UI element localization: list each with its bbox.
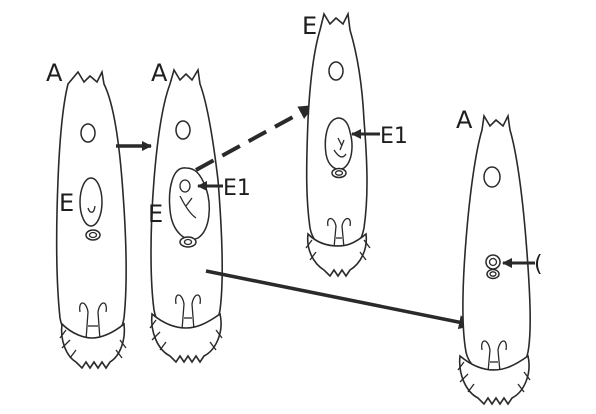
rotifer-2-egg-pointer-label: E1 <box>223 176 251 201</box>
rotifer-3-egg <box>324 117 353 179</box>
arrow-rotifer-2-to-4 <box>205 269 475 330</box>
rotifer-3-foot <box>327 217 351 249</box>
rotifer-4-label: A <box>456 106 473 134</box>
rotifer-2-corona <box>150 312 222 364</box>
rotifer-3-eyespot <box>328 61 344 81</box>
rotifer-3-egg-pointer-label: E1 <box>380 124 408 149</box>
rotifer-2-egg-label: E <box>148 200 163 228</box>
rotifer-4: A ( <box>456 106 543 406</box>
rotifer-3-label: E <box>302 12 317 40</box>
rotifer-2: A E E1 <box>148 59 251 364</box>
rotifer-1-egg <box>79 177 103 241</box>
rotifer-4-foot <box>481 340 507 373</box>
rotifer-1-foot <box>79 302 107 341</box>
rotifer-2-label: A <box>151 59 168 87</box>
dashed-arrow-rotifer-2-to-3 <box>195 104 315 172</box>
rotifer-1-egg-label: E <box>59 189 74 217</box>
rotifer-1-label: A <box>46 59 63 87</box>
rotifer-4-eyespot <box>483 166 501 188</box>
rotifer-1-eyespot <box>80 123 96 143</box>
rotifer-4-egg-pointer-label: ( <box>534 252 543 277</box>
rotifer-2-foot <box>175 294 201 331</box>
rotifer-3-corona <box>306 232 368 278</box>
rotifer-2-eyespot <box>175 120 191 140</box>
rotifer-3: E E1 <box>302 11 408 278</box>
rotifer-4-corona <box>458 354 530 406</box>
rotifer-4-body <box>462 113 531 371</box>
rotifer-4-egg <box>485 254 501 280</box>
rotifer-1: A E <box>46 59 127 370</box>
rotifer-1-corona <box>60 322 126 370</box>
